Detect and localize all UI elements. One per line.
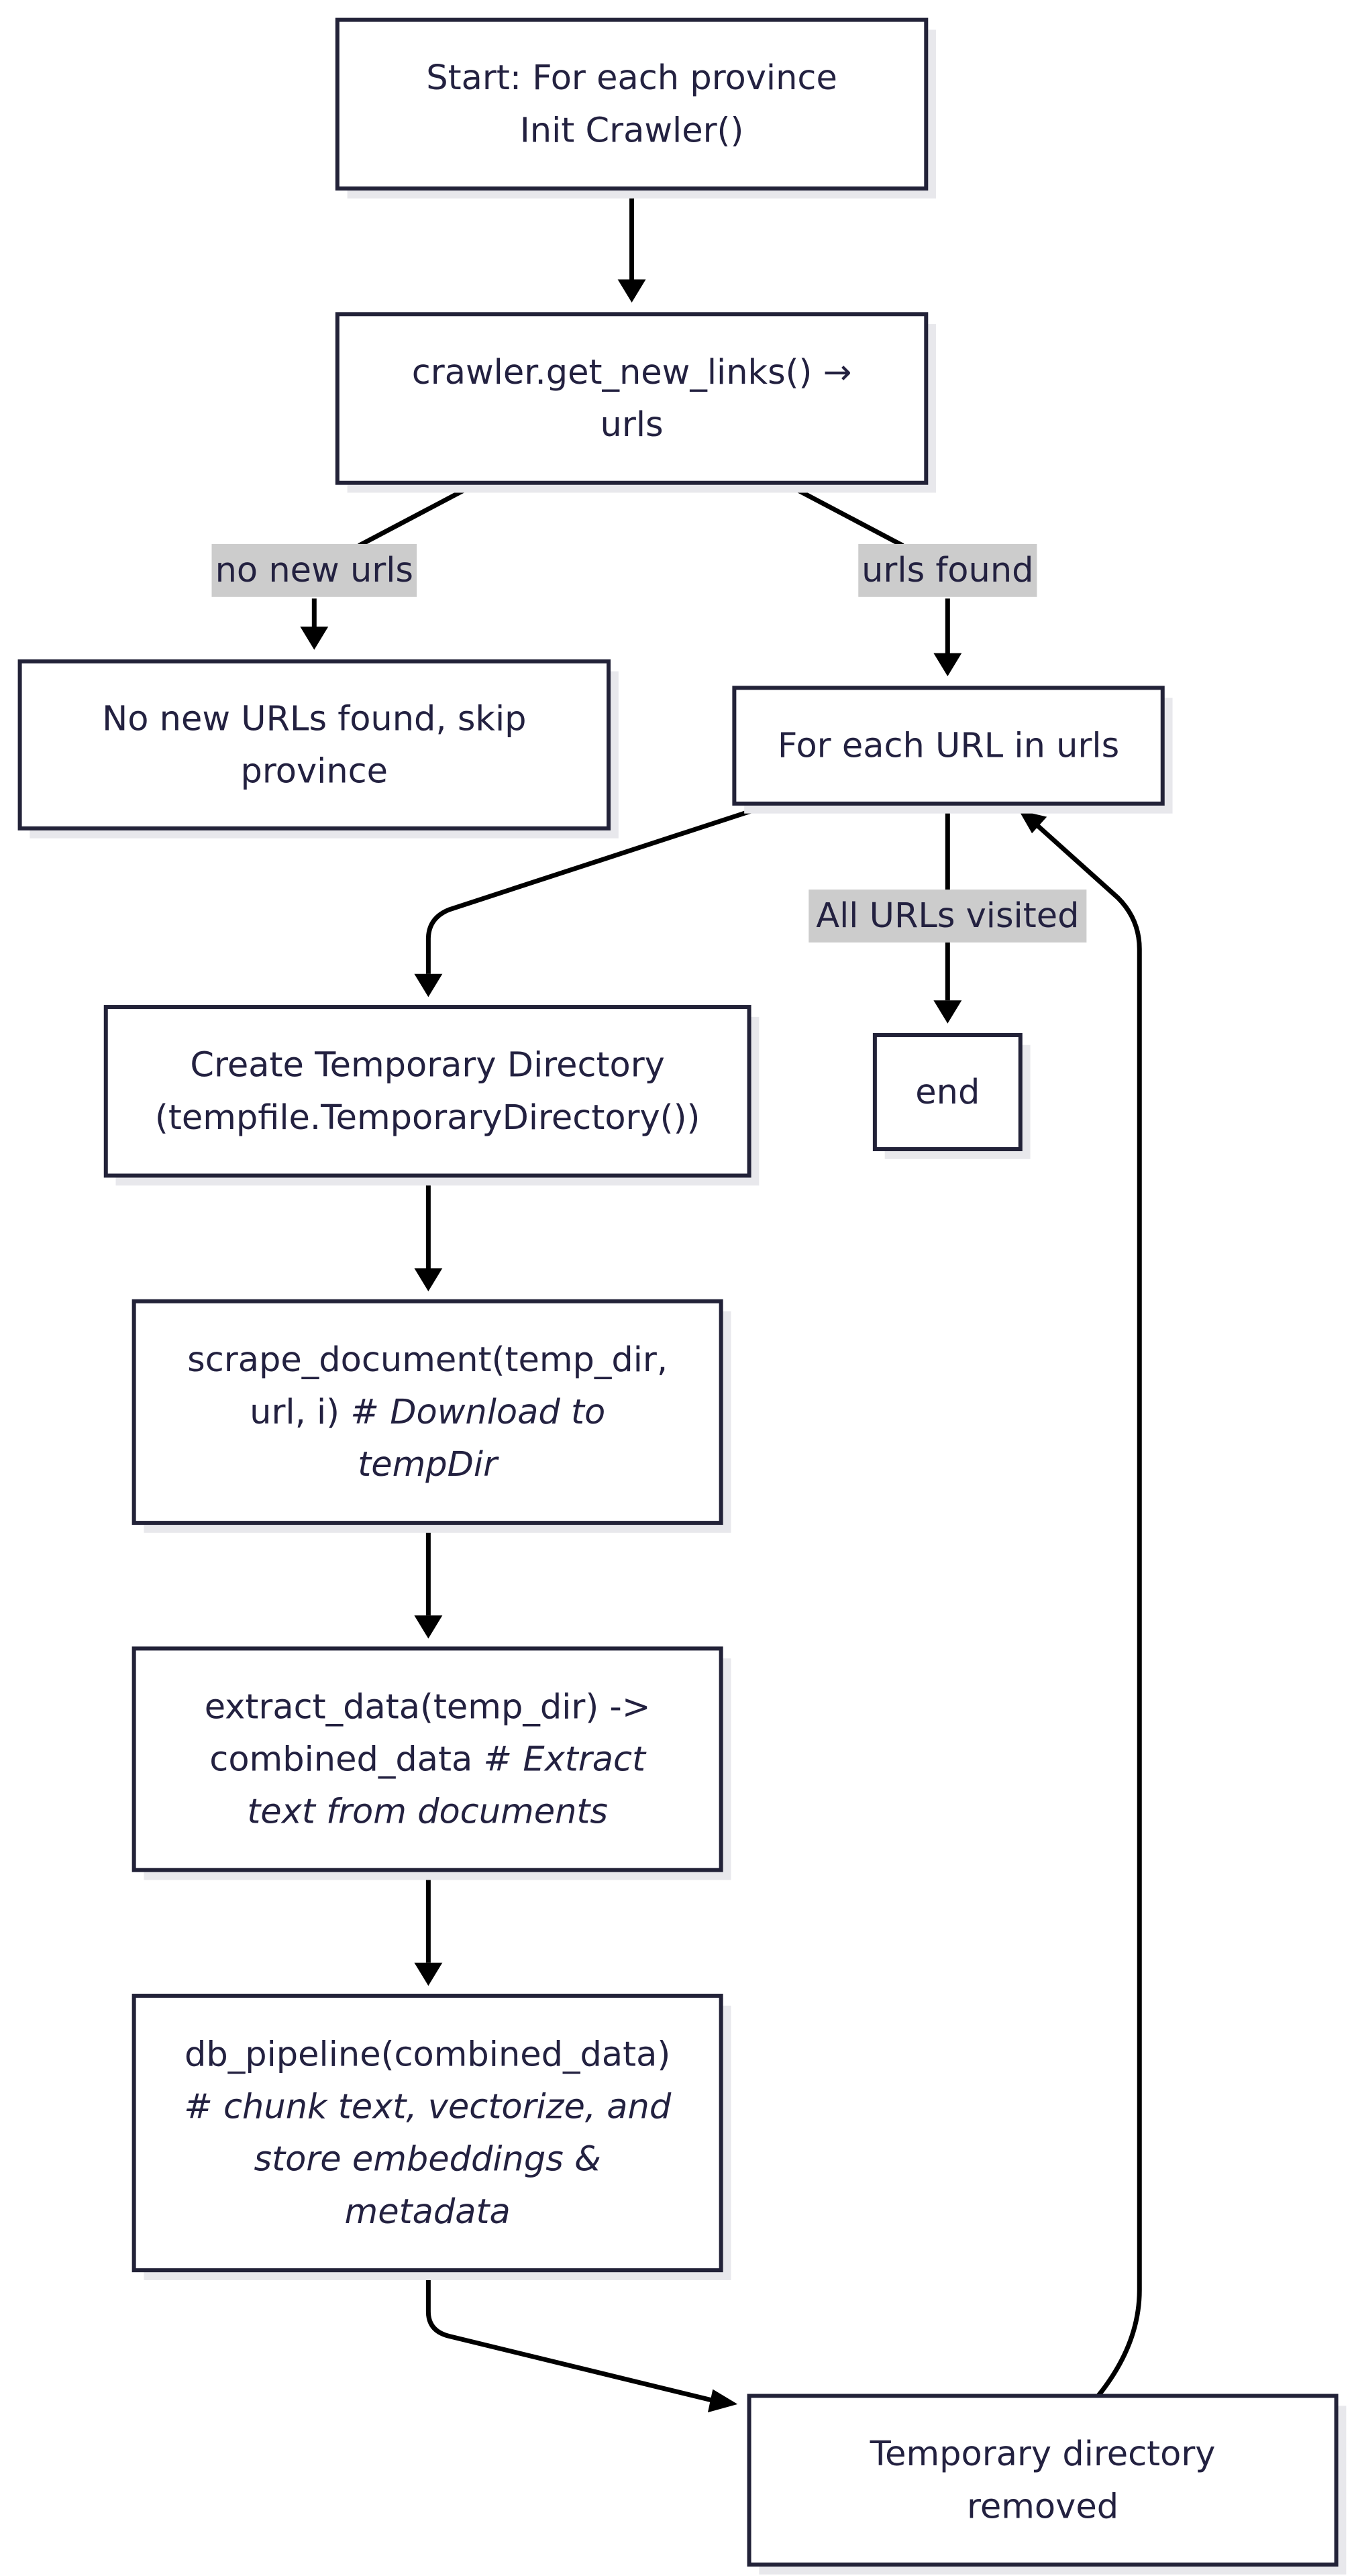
end-node: end xyxy=(872,1032,1031,1159)
code-text: extract_data(temp_dir) -> xyxy=(205,1687,651,1727)
code-text: For each URL in urls xyxy=(778,726,1119,765)
db-pipeline-node-line-2: # chunk text, vectorize, and xyxy=(184,2087,672,2127)
code-text: Init Crawler() xyxy=(520,111,744,150)
extract-data-node-box xyxy=(132,1646,723,1872)
db-pipeline-node-line-3: store embeddings & xyxy=(254,2139,601,2179)
code-text: url, i) xyxy=(250,1392,350,1432)
edge-label-all-urls-visited: All URLs visited xyxy=(809,890,1087,943)
end-node-box xyxy=(872,1032,1023,1152)
edge-label-urls-found: urls found xyxy=(858,543,1037,597)
extract-data-node-line-3: text from documents xyxy=(247,1792,608,1831)
code-text: Temporary directory xyxy=(870,2434,1216,2474)
code-text: removed xyxy=(967,2487,1118,2526)
extract-data-node-line-2: combined_data # Extract xyxy=(209,1739,647,1779)
edge-label-urls-found-text: urls found xyxy=(862,551,1033,590)
code-text: province xyxy=(241,751,388,791)
arrowhead-db-to-temp-removed xyxy=(707,2389,738,2413)
code-comment: # chunk text, vectorize, and xyxy=(184,2087,672,2127)
code-text: (tempfile.TemporaryDirectory()) xyxy=(155,1097,700,1137)
start-node-box xyxy=(335,17,929,191)
code-comment: tempDir xyxy=(358,1445,499,1485)
code-text: combined_data xyxy=(209,1739,483,1779)
edge-get-links-to-urls xyxy=(782,480,904,548)
create-temp-dir-node-line-2: (tempfile.TemporaryDirectory()) xyxy=(155,1097,700,1137)
scrape-document-node: scrape_document(temp_dir, url, i) # Downl… xyxy=(132,1299,731,1533)
edge-get-links-to-no-new xyxy=(358,480,479,548)
no-new-urls-node: No new URLs found, skip province xyxy=(17,659,619,839)
edge-label-no-new-urls: no new urls xyxy=(211,543,417,597)
extract-data-node-line-1: extract_data(temp_dir) -> xyxy=(205,1687,651,1727)
no-new-urls-node-line-1: No new URLs found, skip xyxy=(102,699,526,739)
code-comment: store embeddings & xyxy=(254,2139,601,2179)
code-text: scrape_document(temp_dir, xyxy=(187,1340,668,1379)
extract-data-node: extract_data(temp_dir) -> combined_data #… xyxy=(132,1646,731,1880)
edge-create-to-scrape-arrowhead xyxy=(414,1268,443,1292)
code-text: Create Temporary Directory xyxy=(190,1045,664,1085)
edge-label-no-new-urls-text: no new urls xyxy=(215,551,413,590)
code-comment: # Download to xyxy=(350,1392,605,1432)
temp-removed-node: Temporary directory removed xyxy=(747,2394,1347,2575)
temp-removed-node-box xyxy=(747,2394,1339,2567)
get-new-links-node-box xyxy=(335,312,929,485)
scrape-document-node-line-3: tempDir xyxy=(358,1445,499,1485)
edges-layer xyxy=(300,188,1142,2413)
db-pipeline-node: db_pipeline(combined_data) # chunk text, … xyxy=(132,1994,731,2280)
code-text: db_pipeline(combined_data) xyxy=(185,2035,670,2074)
get-new-links-node-line-2: urls xyxy=(601,405,664,445)
for-each-url-node-line-1: For each URL in urls xyxy=(778,726,1119,765)
start-node-line-2: Init Crawler() xyxy=(520,111,744,150)
for-each-url-node: For each URL in urls xyxy=(732,686,1173,814)
code-text: crawler.get_new_links() → xyxy=(412,352,852,392)
get-new-links-node: crawler.get_new_links() → urls xyxy=(335,312,937,493)
no-new-urls-node-box xyxy=(17,659,611,830)
no-new-urls-node-line-2: province xyxy=(241,751,388,791)
edge-scrape-to-extract-arrowhead xyxy=(414,1615,443,1639)
db-pipeline-node-box xyxy=(132,1994,723,2273)
edge-label-all-urls-visited-text: All URLs visited xyxy=(816,896,1079,936)
temp-removed-node-line-2: removed xyxy=(967,2487,1118,2526)
get-new-links-node-line-1: crawler.get_new_links() → xyxy=(412,352,852,392)
code-comment: text from documents xyxy=(247,1792,608,1831)
edge-db-to-temp-removed xyxy=(425,2270,715,2404)
end-node-line-1: end xyxy=(915,1073,980,1112)
edge-for-each-to-create-arrowhead xyxy=(414,973,443,998)
create-temp-dir-node-line-1: Create Temporary Directory xyxy=(190,1045,664,1085)
edge-label-no-new-urls-bg xyxy=(211,543,417,597)
start-node-line-1: Start: For each province xyxy=(426,58,837,98)
arrowhead-to-for-each xyxy=(1019,810,1047,834)
code-text: Start: For each province xyxy=(426,58,837,98)
scrape-document-node-box xyxy=(132,1299,723,1525)
scrape-document-node-line-1: scrape_document(temp_dir, xyxy=(187,1340,668,1379)
edge-urls-label-down-arrowhead xyxy=(933,653,962,677)
create-temp-dir-node: Create Temporary Directory (tempfile.Temp… xyxy=(103,1005,760,1186)
create-temp-dir-node-box xyxy=(103,1005,751,1178)
db-pipeline-node-line-4: metadata xyxy=(345,2192,511,2231)
code-text: end xyxy=(915,1073,980,1112)
code-text: No new URLs found, skip xyxy=(102,699,526,739)
edge-no-new-label-down-arrowhead xyxy=(300,627,329,650)
edge-extract-to-db-arrowhead xyxy=(414,1962,443,1986)
code-text: urls xyxy=(601,405,664,445)
code-comment: # Extract xyxy=(483,1739,647,1779)
edge-label-urls-found-bg xyxy=(858,543,1037,597)
for-each-url-node-box xyxy=(732,686,1165,806)
edge-for-each-to-create xyxy=(425,801,775,974)
edge-visited-to-end-arrowhead xyxy=(933,1000,962,1024)
temp-removed-node-line-1: Temporary directory xyxy=(870,2434,1216,2474)
code-comment: metadata xyxy=(345,2192,511,2231)
scrape-document-node-line-2: url, i) # Download to xyxy=(250,1392,605,1432)
edge-label-all-urls-visited-bg xyxy=(809,890,1087,943)
edge-start-to-get-links-arrowhead xyxy=(617,279,646,303)
db-pipeline-node-line-1: db_pipeline(combined_data) xyxy=(185,2035,670,2074)
edge-temp-removed-to-for-each xyxy=(1035,823,1142,2398)
